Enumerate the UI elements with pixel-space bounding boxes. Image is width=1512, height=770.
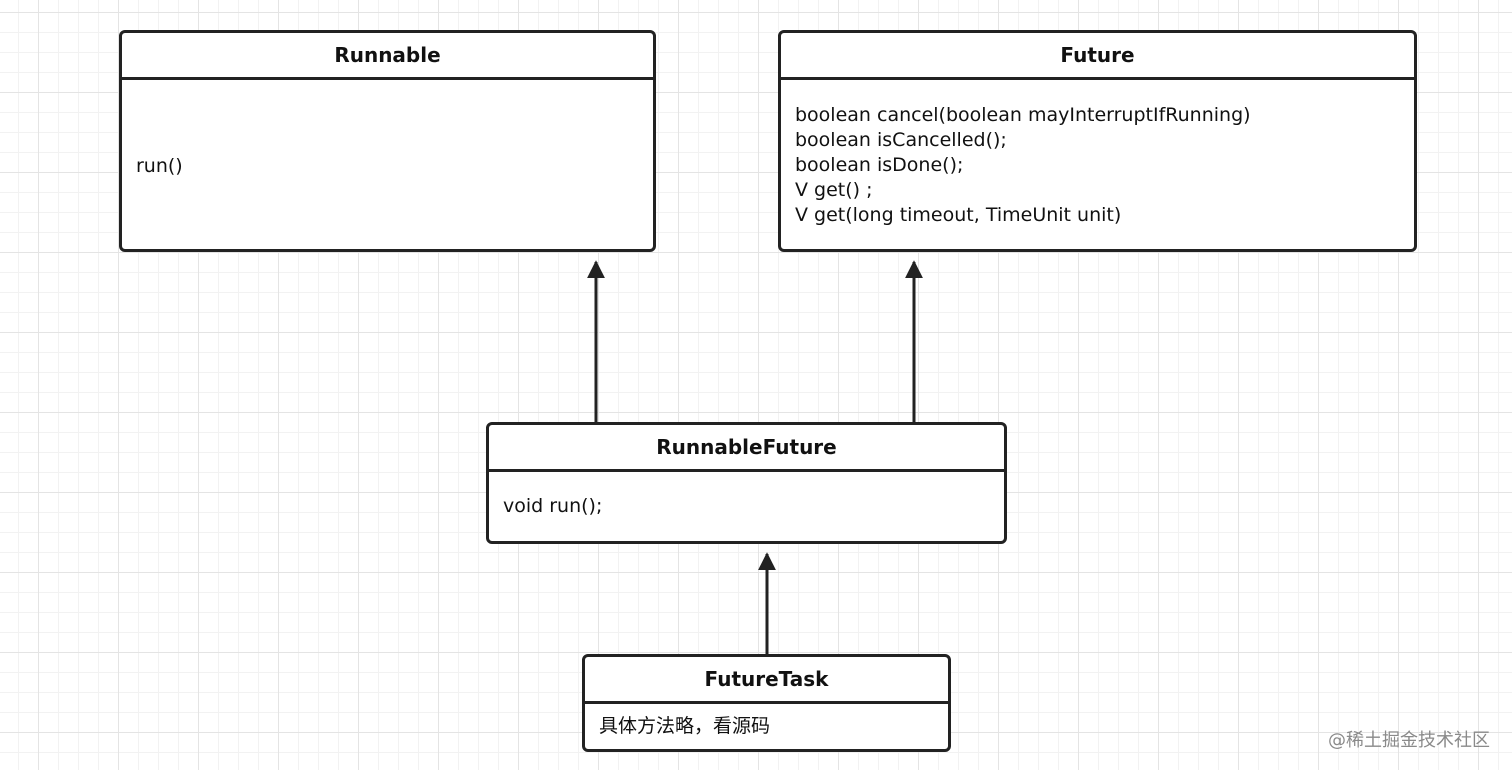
runnable-class-title: Runnable — [122, 33, 653, 80]
runnablefuture-class-title: RunnableFuture — [489, 425, 1004, 472]
future-method: boolean isDone(); — [795, 154, 964, 176]
runnablefuture-method: void run(); — [503, 495, 603, 517]
watermark-text: @稀土掘金技术社区 — [1328, 730, 1490, 751]
future-class-title: Future — [781, 33, 1414, 80]
future-method: boolean isCancelled(); — [795, 129, 1007, 151]
runnablefuture-methods: void run(); — [489, 472, 1004, 519]
runnable-methods: run() — [122, 80, 653, 179]
future-methods: boolean cancel(boolean mayInterruptIfRun… — [781, 80, 1414, 228]
future-method: boolean cancel(boolean mayInterruptIfRun… — [795, 104, 1251, 126]
futuretask-method: 具体方法略，看源码 — [599, 715, 771, 737]
runnablefuture-class-box[interactable]: RunnableFuture void run(); — [486, 422, 1007, 544]
future-method: V get() ; — [795, 179, 873, 201]
runnable-class-box[interactable]: Runnable run() — [119, 30, 656, 252]
futuretask-class-title: FutureTask — [585, 657, 948, 704]
runnable-method: run() — [136, 155, 183, 177]
future-class-box[interactable]: Future boolean cancel(boolean mayInterru… — [778, 30, 1417, 252]
futuretask-methods: 具体方法略，看源码 — [585, 704, 948, 739]
future-method: V get(long timeout, TimeUnit unit) — [795, 204, 1122, 226]
futuretask-class-box[interactable]: FutureTask 具体方法略，看源码 — [582, 654, 951, 752]
